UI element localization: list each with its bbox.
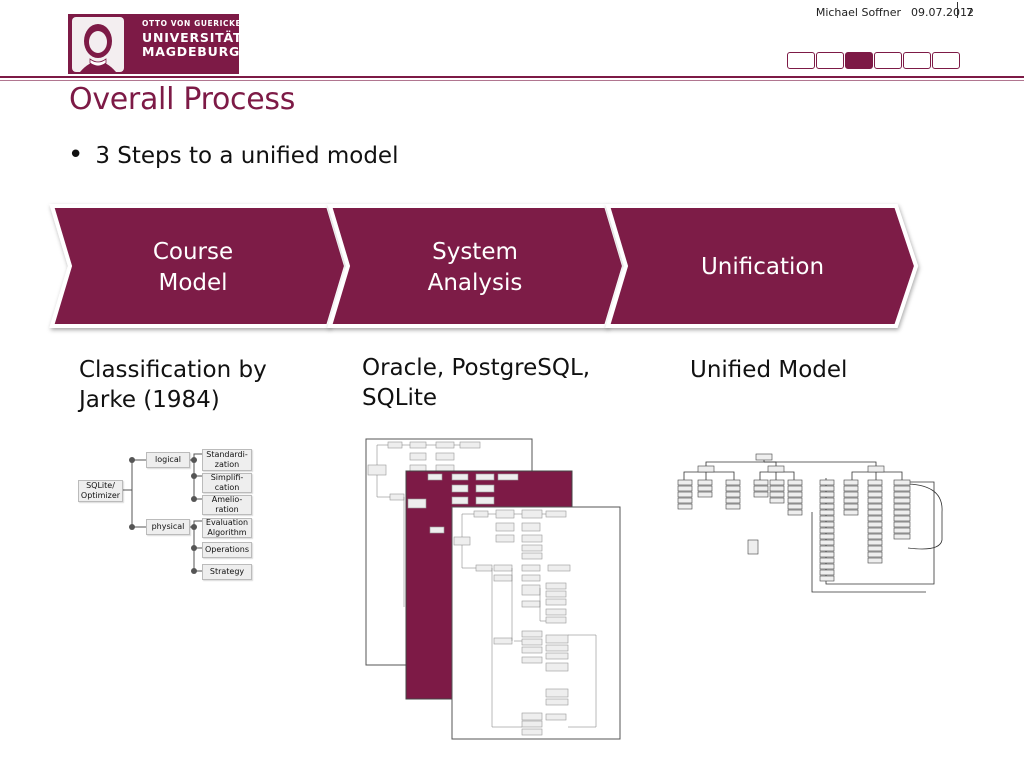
progress-box[interactable]	[816, 52, 844, 69]
logo-line-3: MAGDEBURG	[142, 44, 241, 59]
tree-node-standardization: Standardi-zation	[202, 449, 252, 471]
progress-box[interactable]	[787, 52, 815, 69]
slide-title: Overall Process	[69, 82, 296, 117]
header-rule	[0, 76, 1024, 78]
process-chevrons	[49, 204, 919, 328]
tree-node-evaluation-algorithm: Evaluation Algorithm	[202, 518, 252, 538]
jarke-classification-diagram: SQLite/ Optimizer logical physical Stand…	[78, 446, 258, 586]
progress-nav	[787, 52, 960, 69]
tree-node-amelioration: Amelio-ration	[202, 495, 252, 515]
bullet-item: • 3 Steps to a unified model	[68, 140, 398, 170]
unified-model-diagram	[677, 453, 943, 593]
logo-line-2: UNIVERSITÄT	[142, 29, 243, 45]
author-name: Michael Soffner	[815, 6, 902, 19]
system-analysis-diagrams	[365, 438, 621, 740]
progress-box-active[interactable]	[845, 52, 873, 69]
tree-connectors	[123, 453, 202, 574]
tree-node-logical: logical	[146, 452, 190, 468]
header-meta: Michael Soffner 09.07.2012	[816, 6, 974, 19]
diagram-sheet-sqlite	[451, 506, 621, 740]
bullet-dot-icon: •	[68, 140, 84, 170]
caption-unification: Unified Model	[690, 357, 848, 383]
tree-node-operations: Operations	[202, 542, 252, 558]
slide-date: 09.07.2012	[911, 6, 974, 19]
progress-box[interactable]	[932, 52, 960, 69]
page-number: 7	[966, 6, 973, 19]
progress-box[interactable]	[874, 52, 902, 69]
bullet-text: 3 Steps to a unified model	[95, 143, 399, 169]
tree-node-physical: physical	[146, 519, 190, 535]
portrait-logo-icon	[72, 17, 124, 72]
university-logo: OTTO VON GUERICKE UNIVERSITÄT MAGDEBURG	[68, 14, 243, 74]
logo-line-1: OTTO VON GUERICKE	[142, 19, 242, 28]
tree-node-simplification: Simplifi-cation	[202, 473, 252, 493]
chevron-unification	[605, 204, 919, 328]
step-3-label: Unification	[700, 254, 825, 280]
header-rule-thin	[0, 80, 1024, 81]
progress-box[interactable]	[903, 52, 931, 69]
tree-node-strategy: Strategy	[202, 564, 252, 580]
header-separator	[957, 2, 958, 18]
caption-system-analysis: Oracle, PostgreSQL,SQLite	[362, 355, 591, 411]
tree-node-root: SQLite/ Optimizer	[78, 480, 123, 502]
